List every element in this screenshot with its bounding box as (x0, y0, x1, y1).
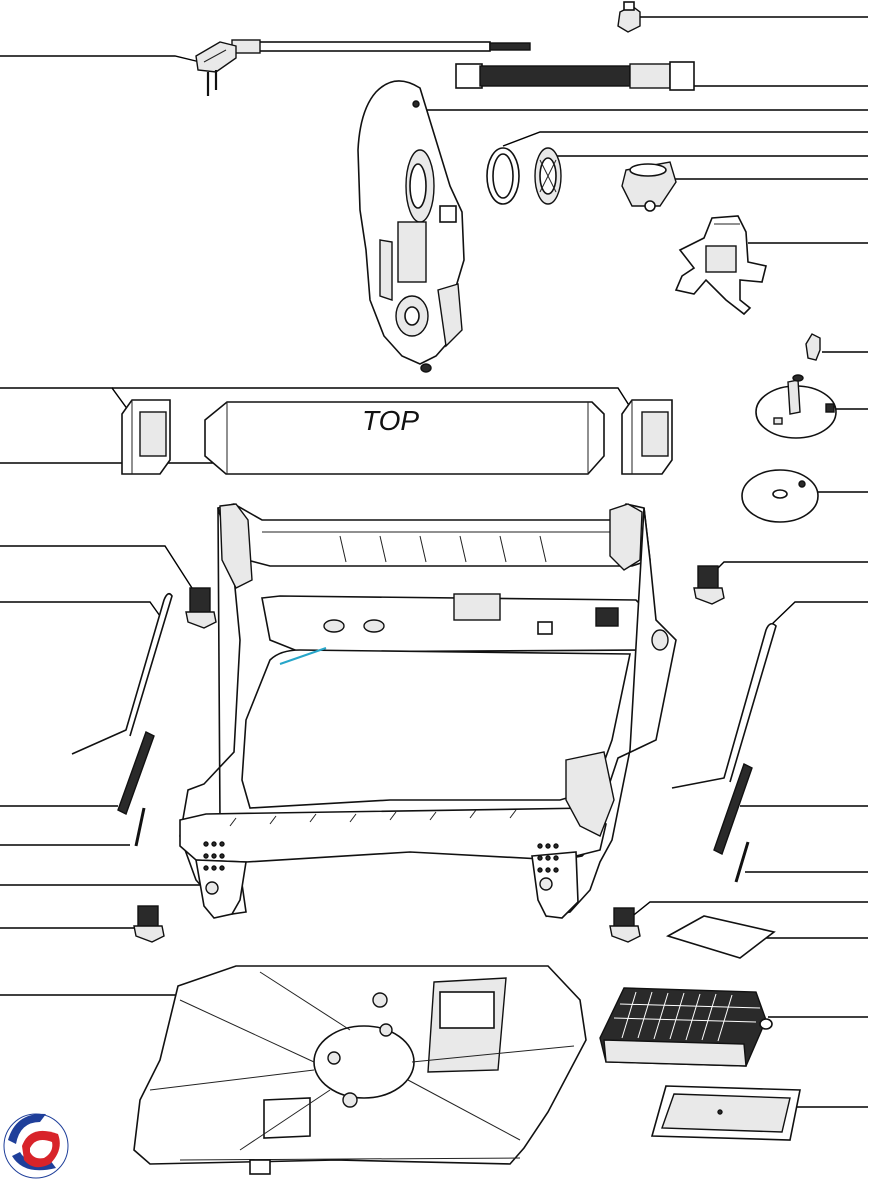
power-plug-icon (195, 41, 237, 96)
front-rail-teeth (229, 809, 517, 827)
corner-foam-left (121, 399, 171, 475)
hole-grid-right (537, 843, 559, 873)
power-cord (195, 39, 531, 96)
sump-housing (357, 80, 465, 373)
leader-line (0, 55, 201, 63)
float-disc (741, 469, 819, 523)
filter-cage-grid (613, 991, 761, 1042)
leader-line (502, 131, 868, 147)
cord-cable (257, 41, 491, 52)
hole-grid-left (203, 841, 225, 871)
corner-foam-right (621, 399, 673, 475)
door-spring-right (713, 763, 753, 883)
small-clip (805, 333, 821, 361)
cord-wire-ends (489, 42, 531, 51)
impeller-cap (534, 147, 562, 205)
insulation-sheet (665, 915, 776, 959)
leader-line (629, 901, 868, 919)
filter-cage (599, 987, 773, 1067)
pressure-switch (621, 161, 677, 212)
back-wall-ribs (339, 535, 547, 563)
leader-line (0, 601, 161, 617)
leader-line (713, 561, 868, 573)
bottom-base-tray (133, 965, 587, 1175)
seal-ring (486, 147, 520, 205)
brand-logo-icon (3, 1113, 69, 1179)
adjustable-foot-front-right (609, 907, 641, 943)
small-fitting (617, 1, 641, 33)
door-rod-right (671, 622, 777, 789)
leader-lines (0, 16, 868, 1108)
top-packaging-foam: TOP (204, 401, 605, 475)
accent-edge (279, 647, 327, 665)
adjustable-foot-front-left (133, 905, 165, 943)
door-rod-left (71, 592, 173, 755)
heater-bracket (674, 215, 767, 316)
leader-line (0, 545, 193, 589)
base-frame (179, 503, 677, 919)
top-label: TOP (362, 405, 419, 436)
leader-line (112, 387, 633, 411)
leader-line (769, 601, 868, 627)
drain-hose (455, 61, 695, 91)
tray-radial-lines (149, 971, 575, 1151)
float-cover (755, 374, 837, 439)
door-spring-left (117, 731, 155, 847)
adjustable-foot-rear-right (693, 565, 725, 605)
adjustable-foot-rear-left (185, 587, 217, 629)
leader-line (0, 387, 129, 411)
filter-tray (650, 1085, 801, 1141)
